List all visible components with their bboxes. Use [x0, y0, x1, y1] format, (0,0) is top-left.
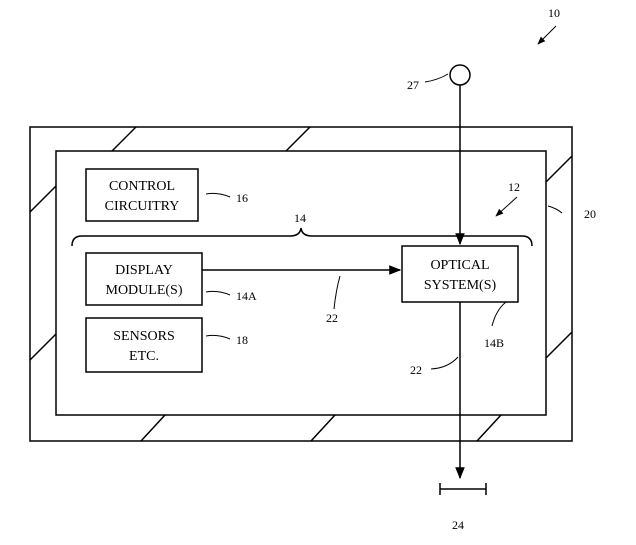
ref-system: 10 [548, 6, 560, 20]
hmd-ref-arrow [495, 196, 518, 217]
sensors-label-line2: ETC. [129, 349, 159, 364]
housing [29, 126, 573, 442]
display-module-label-line2: MODULE(S) [106, 283, 183, 298]
housing-hatching [29, 126, 573, 442]
ref-light-bottom: 22 [410, 363, 422, 377]
ref-display: 14 [294, 211, 306, 225]
ref-housing: 20 [584, 207, 596, 221]
housing-outer-frame [29, 126, 573, 442]
leader-lines [205, 73, 563, 370]
display-brace [71, 227, 533, 247]
ref-light-top: 22 [326, 311, 338, 325]
optical-system-label-line1: OPTICAL [430, 258, 489, 273]
ref-display-module: 14A [236, 289, 257, 303]
sensors-label-line1: SENSORS [113, 329, 174, 344]
display-module-box: DISPLAY MODULE(S) [85, 252, 203, 306]
external-object-circle [449, 64, 471, 86]
sensors-box: SENSORS ETC. [85, 317, 203, 373]
control-circuitry-box: CONTROL CIRCUITRY [85, 168, 199, 222]
control-circuitry-label-line2: CIRCUITRY [105, 199, 180, 214]
display-module-label-line1: DISPLAY [115, 263, 173, 278]
system-ref-arrow [537, 25, 557, 45]
control-circuitry-label-line1: CONTROL [109, 179, 175, 194]
optical-system-box: OPTICAL SYSTEM(S) [401, 245, 519, 303]
ref-sensors: 18 [236, 333, 248, 347]
ref-control: 16 [236, 191, 248, 205]
ref-eye: 24 [452, 518, 464, 532]
eye-box-marker [439, 483, 487, 495]
ref-optical-system: 14B [484, 336, 504, 350]
housing-inner-frame [55, 150, 547, 416]
optical-system-label-line2: SYSTEM(S) [424, 278, 497, 293]
ref-external-object: 27 [407, 78, 419, 92]
ref-hmd: 12 [508, 180, 520, 194]
